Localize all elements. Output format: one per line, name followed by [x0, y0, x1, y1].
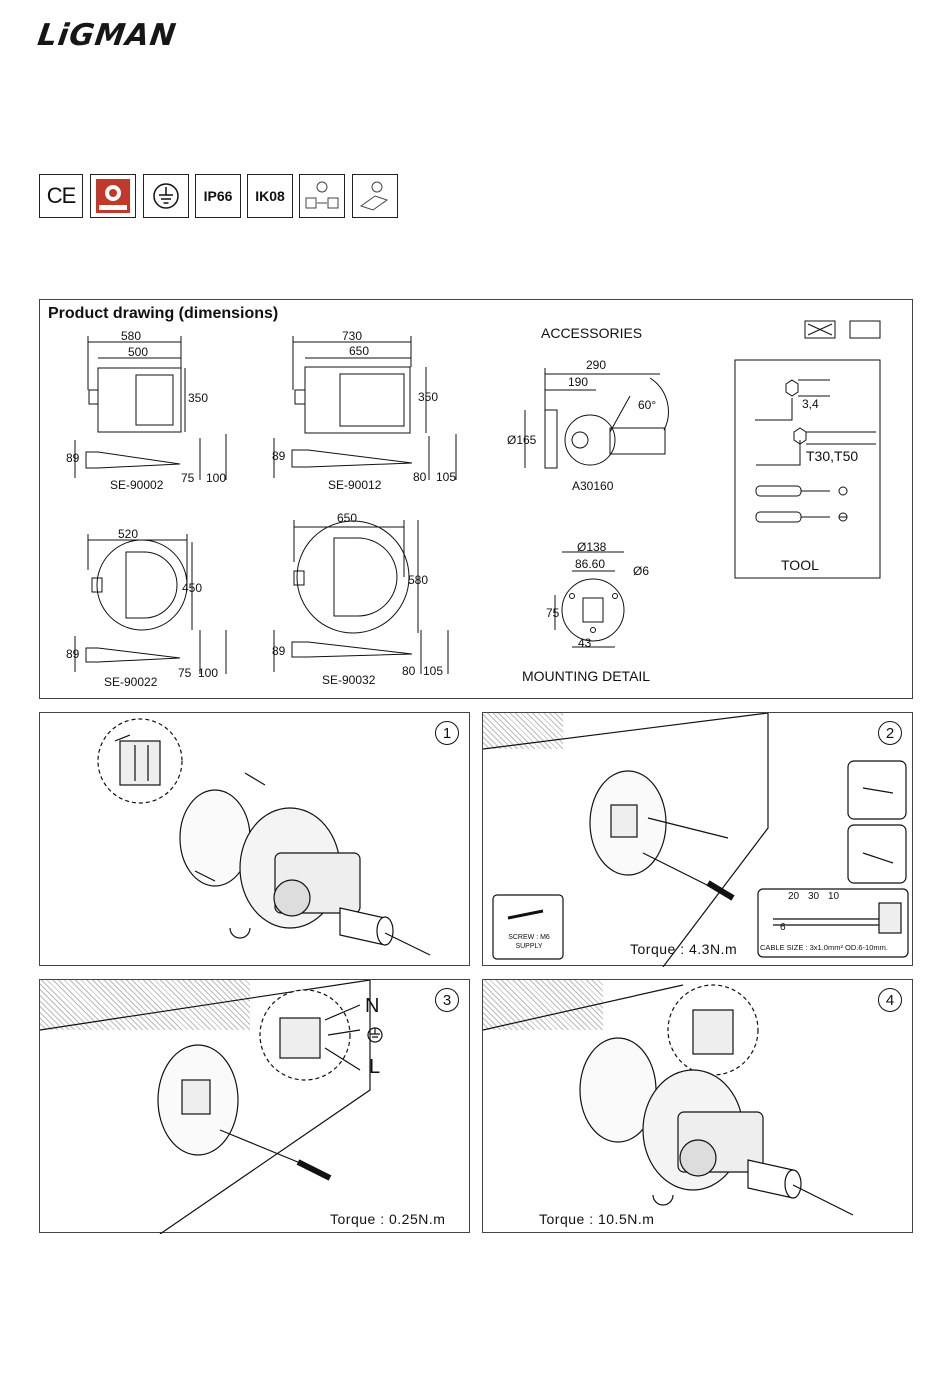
- dim-height: 89: [272, 644, 286, 658]
- dim-accessory-inner: 190: [568, 375, 589, 389]
- ip66-badge: IP66: [195, 174, 241, 218]
- dim-depth: 350: [418, 390, 439, 404]
- panel-title: Product drawing (dimensions): [48, 305, 279, 322]
- dim-d2: 100: [206, 471, 227, 485]
- dim-d2: 105: [423, 664, 444, 678]
- model-code: SE-90032: [322, 673, 376, 687]
- dim-d1: 80: [402, 664, 416, 678]
- dim-d1: 80: [413, 470, 427, 484]
- step-4-panel: 4 Torque : 10.5N.m: [482, 979, 913, 1233]
- dim-accessory-total: 290: [586, 358, 607, 372]
- step-4-illustration: [483, 984, 854, 1216]
- accessory-code: A30160: [572, 479, 614, 493]
- cable-dim: 6: [780, 922, 786, 933]
- dim-accessory-angle: 60°: [638, 398, 657, 412]
- step-3-panel: 3 N L Torque : 0.25N.m: [39, 979, 470, 1234]
- cable-size-label: CABLE SIZE : 3x1.0mm² OD.6-10mm.: [760, 943, 888, 952]
- mounting-position-icon: [352, 174, 398, 218]
- model-code: SE-90012: [328, 478, 382, 492]
- dim-height: 89: [66, 647, 80, 661]
- wire-live-label: L: [369, 1056, 381, 1078]
- dim-mount-offset-h: 43: [578, 636, 592, 650]
- dim-mount-diameter: Ø138: [577, 540, 607, 554]
- dim-width-outer: 580: [121, 329, 142, 343]
- dim-d1: 75: [181, 471, 195, 485]
- tool-torx-size: T30,T50: [806, 448, 859, 464]
- dimension-drawings: [74, 320, 881, 674]
- tool-label: TOOL: [781, 557, 819, 573]
- dim-mount-pitch: 86.60: [575, 557, 606, 571]
- dim-mount-offset-v: 75: [546, 606, 560, 620]
- product-drawing-panel: Product drawing (dimensions): [39, 299, 913, 699]
- torque-label: Torque : 0.25N.m: [330, 1211, 446, 1227]
- step-2-panel: 2 SCREW : M6 SUPPLY 20 30 10 6 CABLE SIZ…: [482, 712, 913, 967]
- dim-width-inner: 650: [349, 344, 370, 358]
- dim-width-inner: 500: [128, 345, 149, 359]
- torque-label: Torque : 10.5N.m: [539, 1211, 655, 1227]
- step-2-illustration: [483, 713, 909, 967]
- wall-hatching: [483, 980, 603, 1030]
- dim-depth: 580: [408, 573, 429, 587]
- cable-dim: 30: [808, 891, 820, 902]
- cable-dim: 20: [788, 891, 800, 902]
- dim-d1: 75: [178, 666, 192, 680]
- supply-label: SUPPLY: [515, 943, 543, 950]
- step-number: 4: [878, 988, 902, 1012]
- torque-label: Torque : 4.3N.m: [630, 941, 738, 957]
- tool-hex-size: 3,4: [802, 397, 819, 411]
- dim-accessory-diameter: Ø165: [507, 433, 537, 447]
- dim-width: 520: [118, 527, 139, 541]
- cable-dim: 10: [828, 891, 840, 902]
- screw-info: SCREW : M6 SUPPLY: [499, 933, 559, 951]
- dim-height: 89: [272, 449, 286, 463]
- model-code: SE-90002: [110, 478, 164, 492]
- model-code: SE-90022: [104, 675, 158, 689]
- dim-width-outer: 730: [342, 329, 363, 343]
- wire-neutral-label: N: [365, 995, 380, 1017]
- dim-width: 650: [337, 511, 358, 525]
- step-number: 1: [435, 721, 459, 745]
- step-1-illustration: [97, 718, 431, 956]
- mounting-detail-label: MOUNTING DETAIL: [522, 668, 651, 684]
- dim-mount-hole: Ø6: [633, 564, 650, 578]
- step-number: 3: [435, 988, 459, 1012]
- wall-hatching: [40, 980, 250, 1030]
- wall-hatching: [483, 713, 563, 749]
- earth-ground-icon: [143, 174, 189, 218]
- dim-d2: 100: [198, 666, 219, 680]
- dim-depth: 350: [188, 391, 209, 405]
- ce-mark-icon: CE: [39, 174, 83, 218]
- dim-height: 89: [66, 451, 80, 465]
- step-1-panel: 1: [39, 712, 470, 966]
- dim-depth: 450: [182, 581, 203, 595]
- ik08-badge: IK08: [247, 174, 293, 218]
- brand-logo: LiGMAN: [35, 18, 179, 53]
- step-number: 2: [878, 721, 902, 745]
- quality-seal-icon: [90, 174, 136, 218]
- installation-angle-icon: [299, 174, 345, 218]
- accessories-label: ACCESSORIES: [541, 325, 643, 341]
- step-3-illustration: [40, 980, 383, 1234]
- screw-label: SCREW : M6: [508, 934, 550, 941]
- dim-d2: 105: [436, 470, 457, 484]
